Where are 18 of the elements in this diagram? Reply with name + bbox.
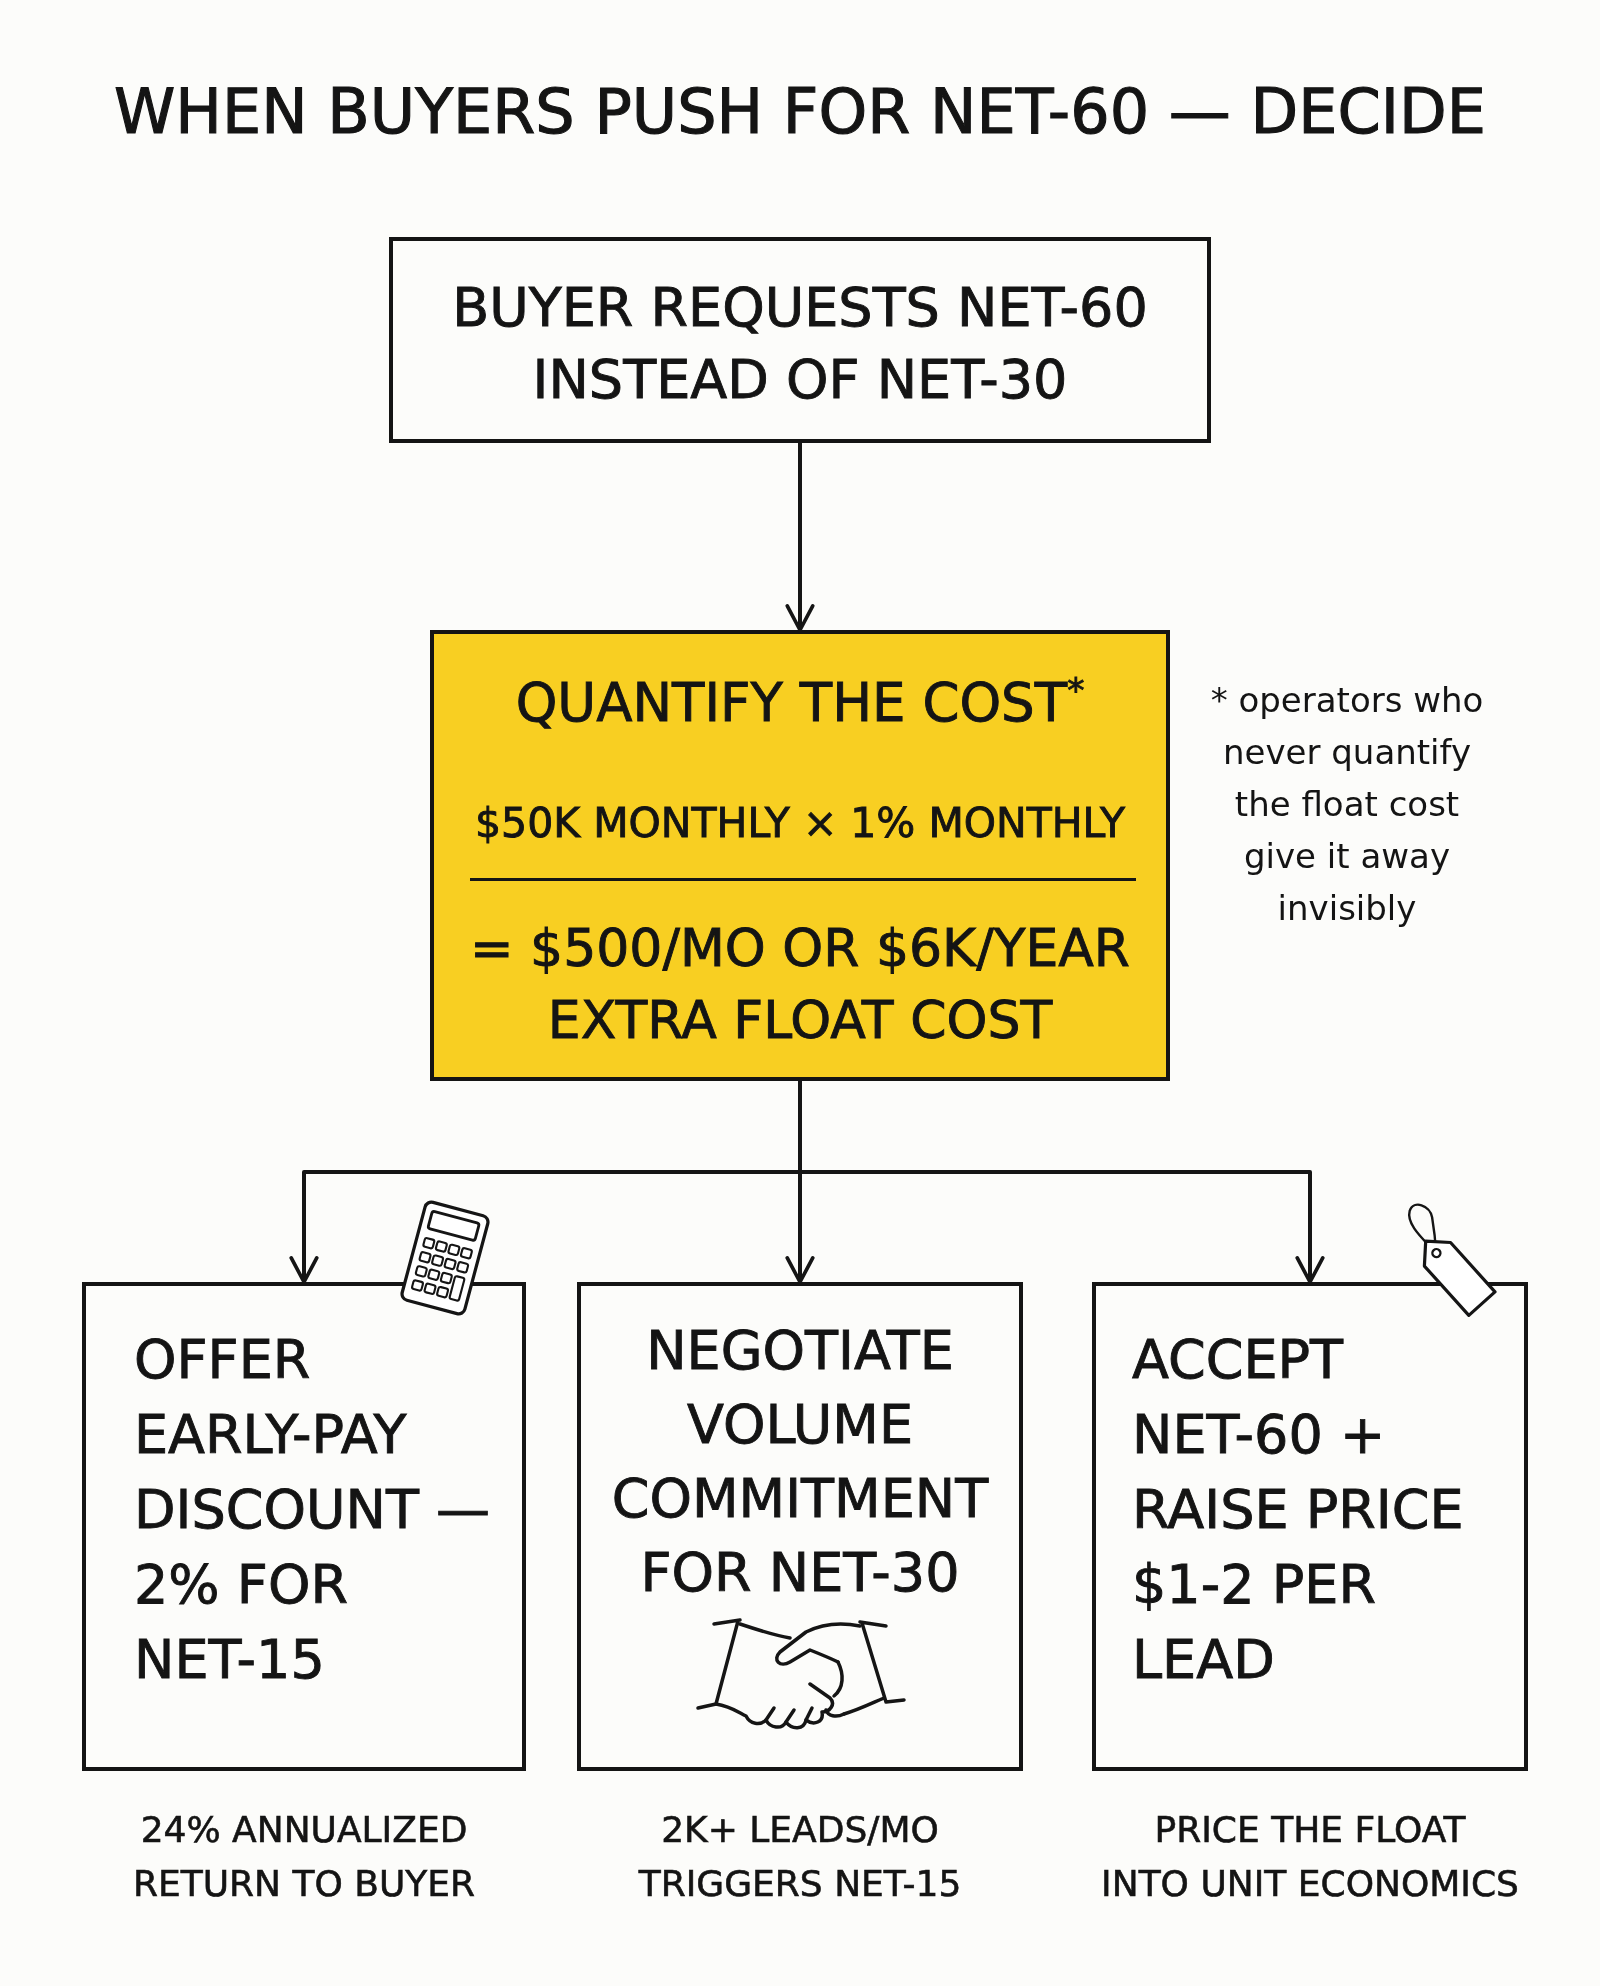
box-heading: QUANTIFY THE COST$^{*}$ xyxy=(514,673,1086,733)
box-text: ACCEPT NET-60 + RAISE PRICE $1-2 PER LEAD xyxy=(1132,1327,1465,1693)
box-text: NEGOTIATE VOLUME COMMITMENT FOR NET-30 xyxy=(610,1318,990,1606)
option-box xyxy=(82,1282,526,1771)
result-text: = $500/MO OR $6K/YEAR EXTRA FLOAT COST xyxy=(469,917,1131,1052)
caption-text: 2K+ LEADS/MO TRIGGERS NET-15 xyxy=(637,1808,963,1906)
option-box xyxy=(1092,1282,1528,1771)
box-text: OFFER EARLY-PAY DISCOUNT — 2% FOR NET-15 xyxy=(134,1327,492,1693)
formula-text: $50K MONTHLY × 1% MONTHLY xyxy=(474,798,1126,849)
diagram-title: WHEN BUYERS PUSH FOR NET-60 — DECIDE xyxy=(114,74,1486,150)
footnote-text: * operators who never quantify the float cost give it away invisibly xyxy=(1209,679,1485,930)
highlighted-box xyxy=(430,630,1170,1081)
caption-text: 24% ANNUALIZED RETURN TO BUYER xyxy=(131,1808,477,1906)
option-box xyxy=(577,1282,1023,1771)
caption-text: PRICE THE FLOAT INTO UNIT ECONOMICS xyxy=(1100,1808,1520,1906)
box-text: BUYER REQUESTS NET-60 INSTEAD OF NET-30 xyxy=(451,275,1149,413)
arrow xyxy=(785,443,815,632)
process-box xyxy=(389,237,1211,443)
